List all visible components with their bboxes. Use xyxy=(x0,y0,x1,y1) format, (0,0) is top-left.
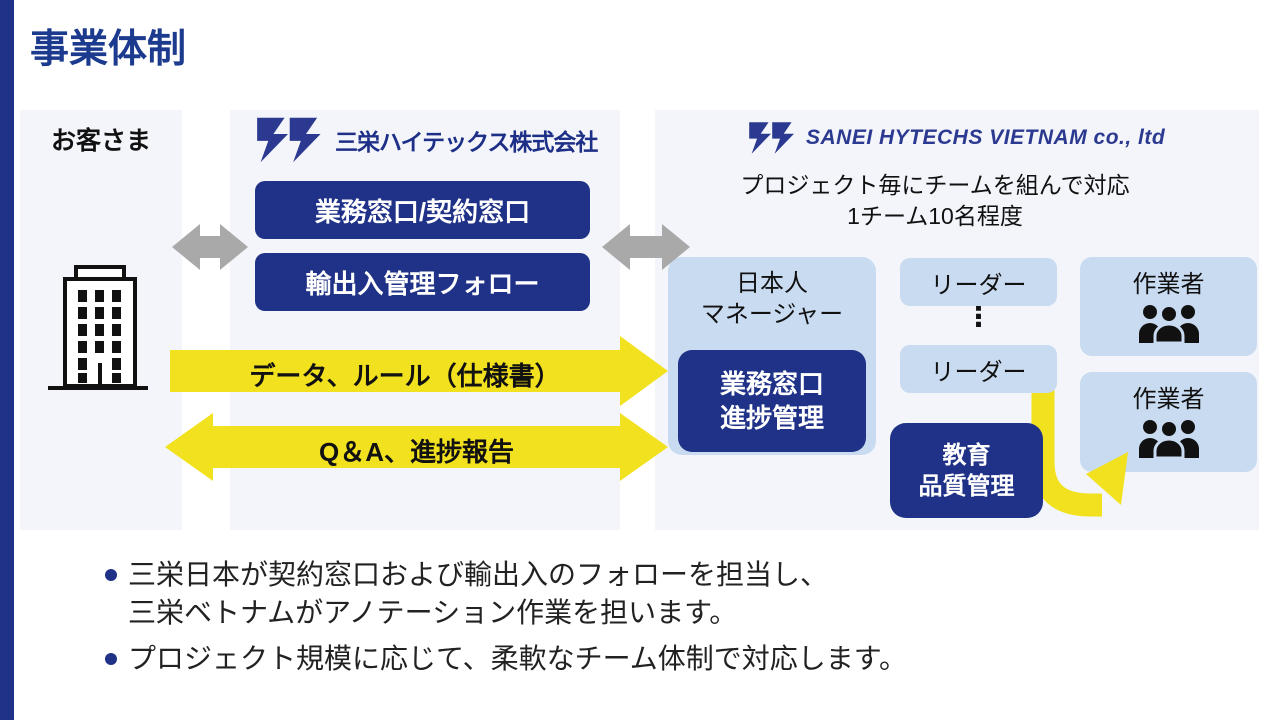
education-line1: 教育 xyxy=(942,441,991,469)
bullet-1-line1: 三栄日本が契約窓口および輸出入のフォローを担当し、 xyxy=(128,559,829,590)
bullet-2: プロジェクト規模に応じて、柔軟なチーム体制で対応します。 xyxy=(128,640,907,678)
worker-box-2: 作業者 xyxy=(1080,372,1257,472)
manager-role-line2: 進捗管理 xyxy=(719,403,824,433)
sanei-bolt-logo-icon xyxy=(257,117,321,163)
sanei-japan-name: 三栄ハイテックス株式会社 xyxy=(335,129,598,155)
bullet-1: 三栄日本が契約窓口および輸出入のフォローを担当し、 三栄ベトナムがアノテーション… xyxy=(128,556,828,632)
manager-role-box: 業務窓口 進捗管理 xyxy=(678,350,866,452)
left-accent-bar xyxy=(0,0,14,720)
leader-box-2: リーダー xyxy=(900,345,1057,393)
team-note-line1: プロジェクト毎にチームを組んで対応 xyxy=(740,172,1130,198)
people-group-icon xyxy=(1138,304,1199,343)
flow-label-qa-report: Q＆A、進捗報告 xyxy=(318,437,514,467)
team-note: プロジェクト毎にチームを組んで対応 1チーム10名程度 xyxy=(655,170,1215,232)
sanei-vietnam-logo: SANEI HYTECHS VIETNAM co., ltd xyxy=(748,114,1165,162)
worker-label: 作業者 xyxy=(1132,386,1205,413)
leader-box-1: リーダー xyxy=(900,258,1057,306)
education-quality-box: 教育 品質管理 xyxy=(890,423,1043,518)
function-box-export: 輸出入管理フォロー xyxy=(255,253,590,311)
worker-label: 作業者 xyxy=(1132,271,1205,298)
bullet-1-line2: 三栄ベトナムがアノテーション作業を担います。 xyxy=(128,597,738,628)
customer-label: お客さま xyxy=(50,127,151,155)
education-line2: 品質管理 xyxy=(918,472,1015,500)
bullet-dot xyxy=(105,569,117,581)
sanei-vietnam-name: SANEI HYTECHS VIETNAM co., ltd xyxy=(806,126,1166,149)
sanei-japan-logo: 三栄ハイテックス株式会社 xyxy=(255,116,598,164)
team-note-line2: 1チーム10名程度 xyxy=(847,203,1023,229)
page-title: 事業体制 xyxy=(30,28,187,71)
manager-role-line1: 業務窓口 xyxy=(719,369,824,399)
sanei-bolt-logo-icon xyxy=(749,122,794,154)
flow-label-data-rules: データ、ルール（仕様書） xyxy=(249,361,561,391)
leaders-ellipsis: ⋮ xyxy=(964,301,993,332)
people-group-icon xyxy=(1138,419,1199,458)
bullet-dot xyxy=(105,653,117,665)
function-box-contact: 業務窓口/契約窓口 xyxy=(255,181,590,239)
building-icon xyxy=(48,265,148,390)
manager-label-line2: マネージャー xyxy=(700,301,844,328)
bullet-2-line1: プロジェクト規模に応じて、柔軟なチーム体制で対応します。 xyxy=(128,643,907,674)
worker-box-1: 作業者 xyxy=(1080,257,1257,356)
manager-label-line1: 日本人 xyxy=(736,270,808,297)
japanese-manager-label: 日本人 マネージャー xyxy=(668,268,876,330)
